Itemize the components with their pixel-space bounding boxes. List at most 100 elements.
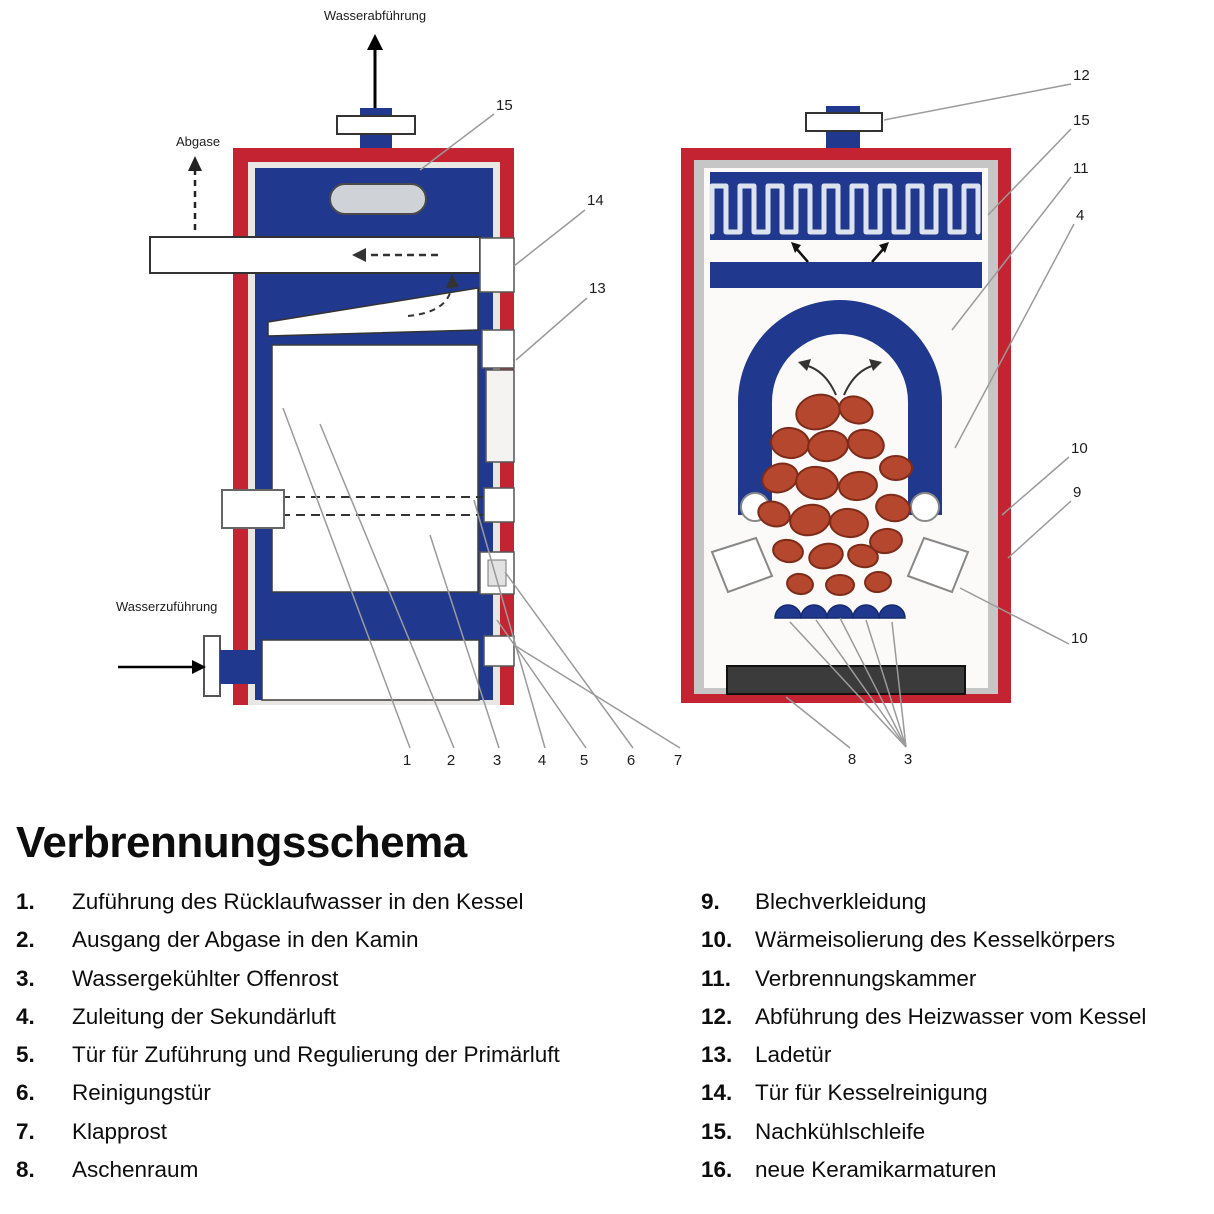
exhaust-pipe [149, 236, 481, 274]
legend-item-number: 15. [701, 1118, 733, 1144]
water-in-arrow-icon [192, 660, 206, 674]
left-ash-chamber [261, 639, 480, 701]
left-boiler: Wasserabführung Abgase Wasserzuführung [116, 8, 515, 705]
callout-number: 3 [904, 751, 912, 768]
legend-item-number: 12. [701, 1003, 733, 1029]
callout-number: 2 [447, 752, 455, 769]
exhaust-arrow-icon [188, 156, 202, 171]
flame-arrows [798, 359, 882, 396]
legend-item: 12. Abführung des Heizwasser vom Kessel [701, 1004, 1211, 1042]
legend-item: 13. Ladetür [701, 1042, 1211, 1080]
flue-beam [710, 262, 982, 288]
legend-item: 15. Nachkühlschleife [701, 1119, 1211, 1157]
combustion-arch [738, 300, 942, 515]
callout-number: 15 [1073, 112, 1090, 129]
legend-item-text: Aschenraum [72, 1157, 199, 1183]
callout-number: 11 [1073, 160, 1089, 177]
legend-item-number: 3. [16, 965, 35, 991]
callout-number: 4 [538, 752, 546, 769]
legend-item-text: Ladetür [755, 1042, 832, 1068]
legend-item: 7. Klapprost [16, 1119, 681, 1157]
legend-item-text: Zuleitung der Sekundärluft [72, 1003, 336, 1029]
legend-item: 5. Tür für Zuführung und Regulierung der… [16, 1042, 681, 1080]
legend-item: 10. Wärmeisolierung des Kesselkörpers [701, 927, 1211, 965]
legend-item: 3. Wassergekühlter Offenrost [16, 966, 681, 1004]
legend-item-text: Ausgang der Abgase in den Kamin [72, 927, 419, 953]
callout-number: 1 [403, 752, 411, 769]
legend-item: 4. Zuleitung der Sekundärluft [16, 1004, 681, 1042]
legend-item-number: 1. [16, 889, 35, 914]
flue-arrow-icon [879, 242, 889, 253]
callout-number: 3 [493, 752, 501, 769]
right-boiler [681, 106, 1011, 703]
legend-item-number: 16. [701, 1157, 733, 1183]
right-callout-numbers: 12 15 11 4 10 9 10 8 3 [848, 67, 1090, 768]
air-wedges [710, 536, 970, 594]
callout-number: 9 [1073, 484, 1081, 501]
legend-item-text: Wassergekühlter Offenrost [72, 965, 339, 991]
cooling-coil [709, 183, 981, 235]
exhaust-arrow [188, 156, 202, 230]
left-side-stub [221, 489, 285, 529]
fuel-stones [757, 393, 913, 596]
legend-item: 16. neue Keramikarmaturen [701, 1157, 1211, 1195]
legend-item-number: 13. [701, 1042, 733, 1068]
grate-scallops [774, 604, 906, 619]
callout-number: 15 [496, 97, 513, 114]
left-callouts [282, 113, 681, 749]
return-channel [267, 274, 479, 337]
callout-number: 7 [674, 752, 682, 769]
left-top-slot [329, 183, 427, 215]
right-callouts [785, 83, 1075, 749]
legend-column-right: 9. Blechverkleidung 10. Wärmeisolierung … [701, 889, 1211, 1195]
legend-item-number: 8. [16, 1157, 35, 1183]
legend-item-number: 4. [16, 1003, 35, 1029]
legend-item: 6. Reinigungstür [16, 1080, 681, 1118]
legend-item-number: 2. [16, 927, 35, 953]
flue-arrows [791, 242, 889, 263]
pipe-arrow-icon [352, 248, 366, 262]
legend-item-text: Tür für Zuführung und Regulierung der Pr… [72, 1042, 560, 1068]
arch-pipe-end [910, 492, 940, 522]
callout-number: 4 [1076, 207, 1084, 224]
water-inlet [118, 635, 258, 697]
legend-item-number: 10. [701, 927, 733, 953]
ash-pan [726, 665, 966, 695]
legend-item-number: 6. [16, 1080, 35, 1106]
legend-item: 14. Tür für Kesselreinigung [701, 1080, 1211, 1118]
label-wasserabfuehrung: Wasserabführung [324, 8, 426, 23]
legend-item: 8. Aschenraum [16, 1157, 681, 1195]
legend-item: 1. Zuführung des Rücklaufwasser in den K… [16, 889, 681, 927]
flue-arrow-icon [791, 242, 801, 253]
legend-item-text: Reinigungstür [72, 1080, 211, 1106]
flame-arrow-icon [869, 359, 882, 371]
page-title: Verbrennungsschema [16, 818, 467, 867]
legend-item: 2. Ausgang der Abgase in den Kamin [16, 927, 681, 965]
left-callout-numbers: 15 14 13 1 2 3 4 5 6 7 [403, 97, 682, 769]
label-abgase: Abgase [176, 134, 220, 149]
callout-number: 10 [1071, 630, 1088, 647]
left-boiler-doors [479, 237, 515, 667]
legend-item-text: Blechverkleidung [755, 889, 927, 914]
callout-number: 12 [1073, 67, 1090, 84]
callout-number: 5 [580, 752, 588, 769]
legend-item-text: Zuführung des Rücklaufwasser in den Kess… [72, 889, 524, 914]
legend-item-text: Verbrennungskammer [755, 965, 977, 991]
return-arrow-icon [446, 274, 459, 288]
legend-item-number: 9. [701, 889, 720, 914]
legend-item-text: neue Keramikarmaturen [755, 1157, 997, 1183]
callout-number: 6 [627, 752, 635, 769]
legend-item-text: Klapprost [72, 1118, 168, 1144]
legend-item-text: Abführung des Heizwasser vom Kessel [755, 1003, 1147, 1029]
legend-item-number: 7. [16, 1118, 35, 1144]
left-chamber [271, 344, 479, 593]
label-wasserzufuehrung: Wasserzuführung [116, 599, 217, 614]
callout-number: 13 [589, 280, 606, 297]
callout-number: 8 [848, 751, 856, 768]
legend-item-text: Nachkühlschleife [755, 1118, 926, 1144]
boiler-diagram: Wasserabführung Abgase Wasserzuführung [116, 8, 1090, 769]
flame-arrow-icon [798, 359, 811, 371]
legend-column-left: 1. Zuführung des Rücklaufwasser in den K… [16, 889, 681, 1195]
callout-number: 14 [587, 192, 604, 209]
